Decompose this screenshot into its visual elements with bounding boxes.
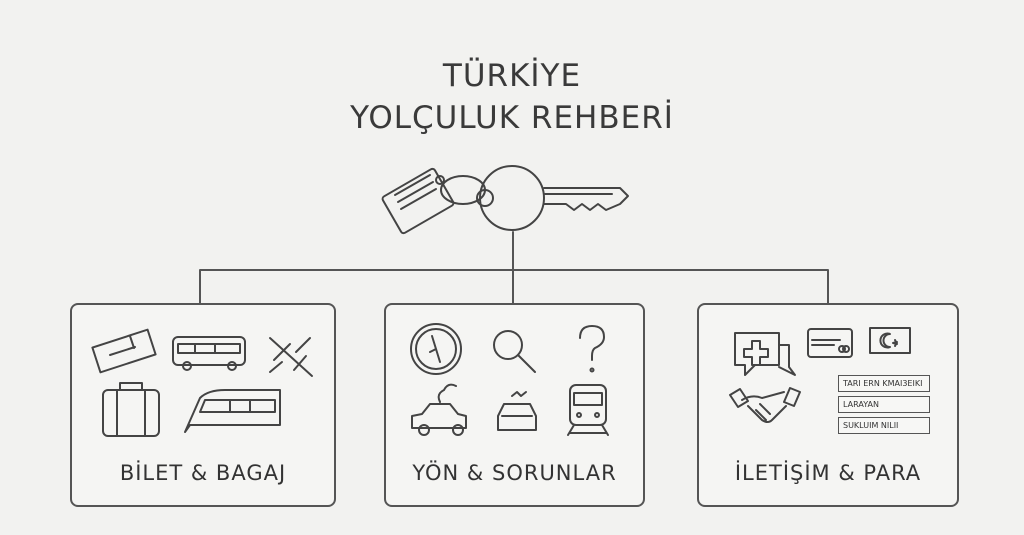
section-label: YÖN & SORUNLAR [412, 461, 617, 485]
connector-lines [199, 231, 829, 304]
title-line-1: TÜRKİYE [442, 58, 582, 94]
section-label: İLETİŞİM & PARA [734, 461, 922, 485]
section-box-tickets-luggage: BİLET & BAGAJ [70, 303, 336, 507]
title-line-2: YOLÇULUK REHBERİ [350, 100, 674, 136]
phrase-tag: SUKLUIM NILII [838, 417, 930, 434]
phrase-tag: LARAYAN [838, 396, 930, 413]
section-box-directions-problems: YÖN & SORUNLAR [384, 303, 645, 507]
key-icon [381, 165, 629, 235]
phrase-tag: TARI ERN KMAI3EIKI [838, 375, 930, 392]
section-label: BİLET & BAGAJ [119, 461, 287, 485]
